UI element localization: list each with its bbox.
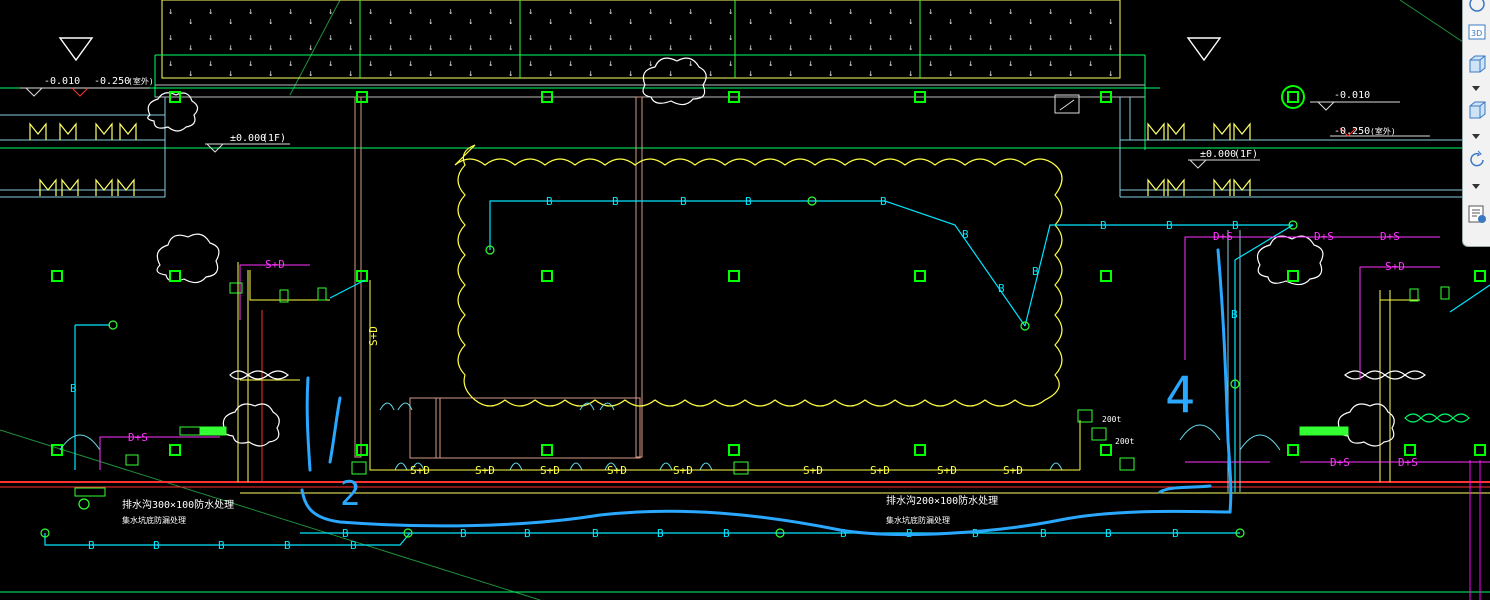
handwritten-2: 2 <box>340 474 360 514</box>
tag-b: B <box>1172 527 1179 540</box>
pipe-label-left-sub: 集水坑底防漏处理 <box>122 515 186 525</box>
tag-b: B <box>524 527 531 540</box>
tag-sd: S+D <box>410 464 430 477</box>
cube-icon[interactable] <box>1467 54 1487 74</box>
view-toolbar: 3D <box>1462 0 1490 247</box>
supply-lines <box>240 270 1420 471</box>
level-right-2: -0.250 <box>1334 126 1370 137</box>
magenta-supply-lines <box>99 236 1490 470</box>
tag-b: B <box>1232 219 1239 232</box>
tag-sd-vertical: S+D <box>367 326 380 346</box>
level-left-1: -0.010 <box>44 76 80 87</box>
tag-b: B <box>657 527 664 540</box>
tag-sd: S+D <box>1385 260 1405 273</box>
tag-sd: S+D <box>475 464 495 477</box>
rotate-icon[interactable] <box>1467 150 1487 170</box>
tag-sd: S+D <box>673 464 693 477</box>
tag-b: B <box>1166 219 1173 232</box>
level-floor-right-tag: (1F) <box>1234 149 1258 160</box>
tag-200t: 200t <box>1102 415 1121 424</box>
chevron-down-icon[interactable] <box>1472 134 1480 139</box>
tag-ds: D+S <box>1398 456 1418 469</box>
chevron-down-icon[interactable] <box>1472 86 1480 91</box>
planter-top <box>161 0 1121 79</box>
pipe-labels: 排水沟300×100防水处理 集水坑底防漏处理 排水沟200×100防水处理 集… <box>122 494 998 525</box>
tag-b: B <box>460 527 467 540</box>
level-floor-left-tag: (1F) <box>262 133 286 144</box>
tag-sd: S+D <box>937 464 957 477</box>
tag-b: B <box>218 539 225 552</box>
drain-pipe-network <box>44 200 1490 546</box>
fixtures <box>29 122 1251 196</box>
tag-ds: D+S <box>1213 230 1233 243</box>
tag-b: B <box>840 527 847 540</box>
tag-b: B <box>723 527 730 540</box>
level-right-suffix: (室外) <box>1370 126 1396 136</box>
tag-sd: S+D <box>803 464 823 477</box>
pipe-label-right-sub: 集水坑底防漏处理 <box>886 515 950 525</box>
drain-tags: B B B B B B B B B B B B B B B B B B B B … <box>70 195 1239 552</box>
tag-b: B <box>350 539 357 552</box>
equipment-boxes <box>74 282 1450 497</box>
tag-sd: S+D <box>607 464 627 477</box>
pipe-label-left: 排水沟300×100防水处理 <box>122 498 234 511</box>
tag-b: B <box>612 195 619 208</box>
tag-b: B <box>88 539 95 552</box>
tag-ds: D+S <box>128 431 148 444</box>
orbit-icon[interactable] <box>1467 0 1487 14</box>
tag-ds: D+S <box>1330 456 1350 469</box>
handwritten-4: 4 <box>1165 366 1195 424</box>
tag-sd: S+D <box>540 464 560 477</box>
tag-b: B <box>342 527 349 540</box>
column-grid-markers <box>51 85 1486 456</box>
tag-ds: D+S <box>1314 230 1334 243</box>
pipe-label-right: 排水沟200×100防水处理 <box>886 494 998 507</box>
tag-b: B <box>1100 219 1107 232</box>
tag-sd: S+D <box>1003 464 1023 477</box>
view-3d-label: 3D <box>1471 29 1482 38</box>
tag-sd: S+D <box>870 464 890 477</box>
tag-b: B <box>1231 308 1238 321</box>
tag-b: B <box>680 195 687 208</box>
tag-b: B <box>880 195 887 208</box>
tag-b: B <box>70 382 77 395</box>
tag-b: B <box>1105 527 1112 540</box>
chevron-down-icon[interactable] <box>1472 184 1480 189</box>
level-floor-left: ±0.000 <box>230 133 266 144</box>
tag-sd: S+D <box>265 258 285 271</box>
level-markers: -0.010 -0.250 (室外) ±0.000 (1F) -0.010 -0… <box>20 37 1430 169</box>
tag-b: B <box>1040 527 1047 540</box>
valve-markers <box>40 196 1298 538</box>
view-3d-icon[interactable]: 3D <box>1467 22 1487 42</box>
supply-tags: S+D S+D S+D S+D S+D S+D S+D S+D S+D S+D <box>367 326 1023 477</box>
tag-b: B <box>153 539 160 552</box>
door-arcs <box>59 402 1281 471</box>
tag-b: B <box>284 539 291 552</box>
cube-front-icon[interactable] <box>1467 100 1487 120</box>
handwritten-annotations <box>300 248 1233 537</box>
tag-b: B <box>1032 265 1039 278</box>
level-left-suffix: (室外) <box>128 76 154 86</box>
level-right-1: -0.010 <box>1334 90 1370 101</box>
level-floor-right: ±0.000 <box>1200 149 1236 160</box>
properties-icon[interactable] <box>1467 204 1487 224</box>
tag-200t-labels: 200t 200t <box>1102 415 1134 446</box>
tag-b: B <box>972 527 979 540</box>
shrub-outlines <box>147 57 1470 447</box>
tag-ds: D+S <box>1380 230 1400 243</box>
level-left-2: -0.250 <box>94 76 130 87</box>
tag-b: B <box>998 282 1005 295</box>
tag-b: B <box>745 195 752 208</box>
tag-b: B <box>592 527 599 540</box>
tag-b: B <box>546 195 553 208</box>
magenta-tags: S+D D+S D+S D+S D+S S+D D+S D+S <box>128 230 1418 469</box>
tag-200t: 200t <box>1115 437 1134 446</box>
building-walls <box>0 54 1490 600</box>
tag-b: B <box>962 228 969 241</box>
handwritten-numbers: 2 4 <box>340 366 1195 514</box>
central-planter-outline <box>454 144 1063 407</box>
